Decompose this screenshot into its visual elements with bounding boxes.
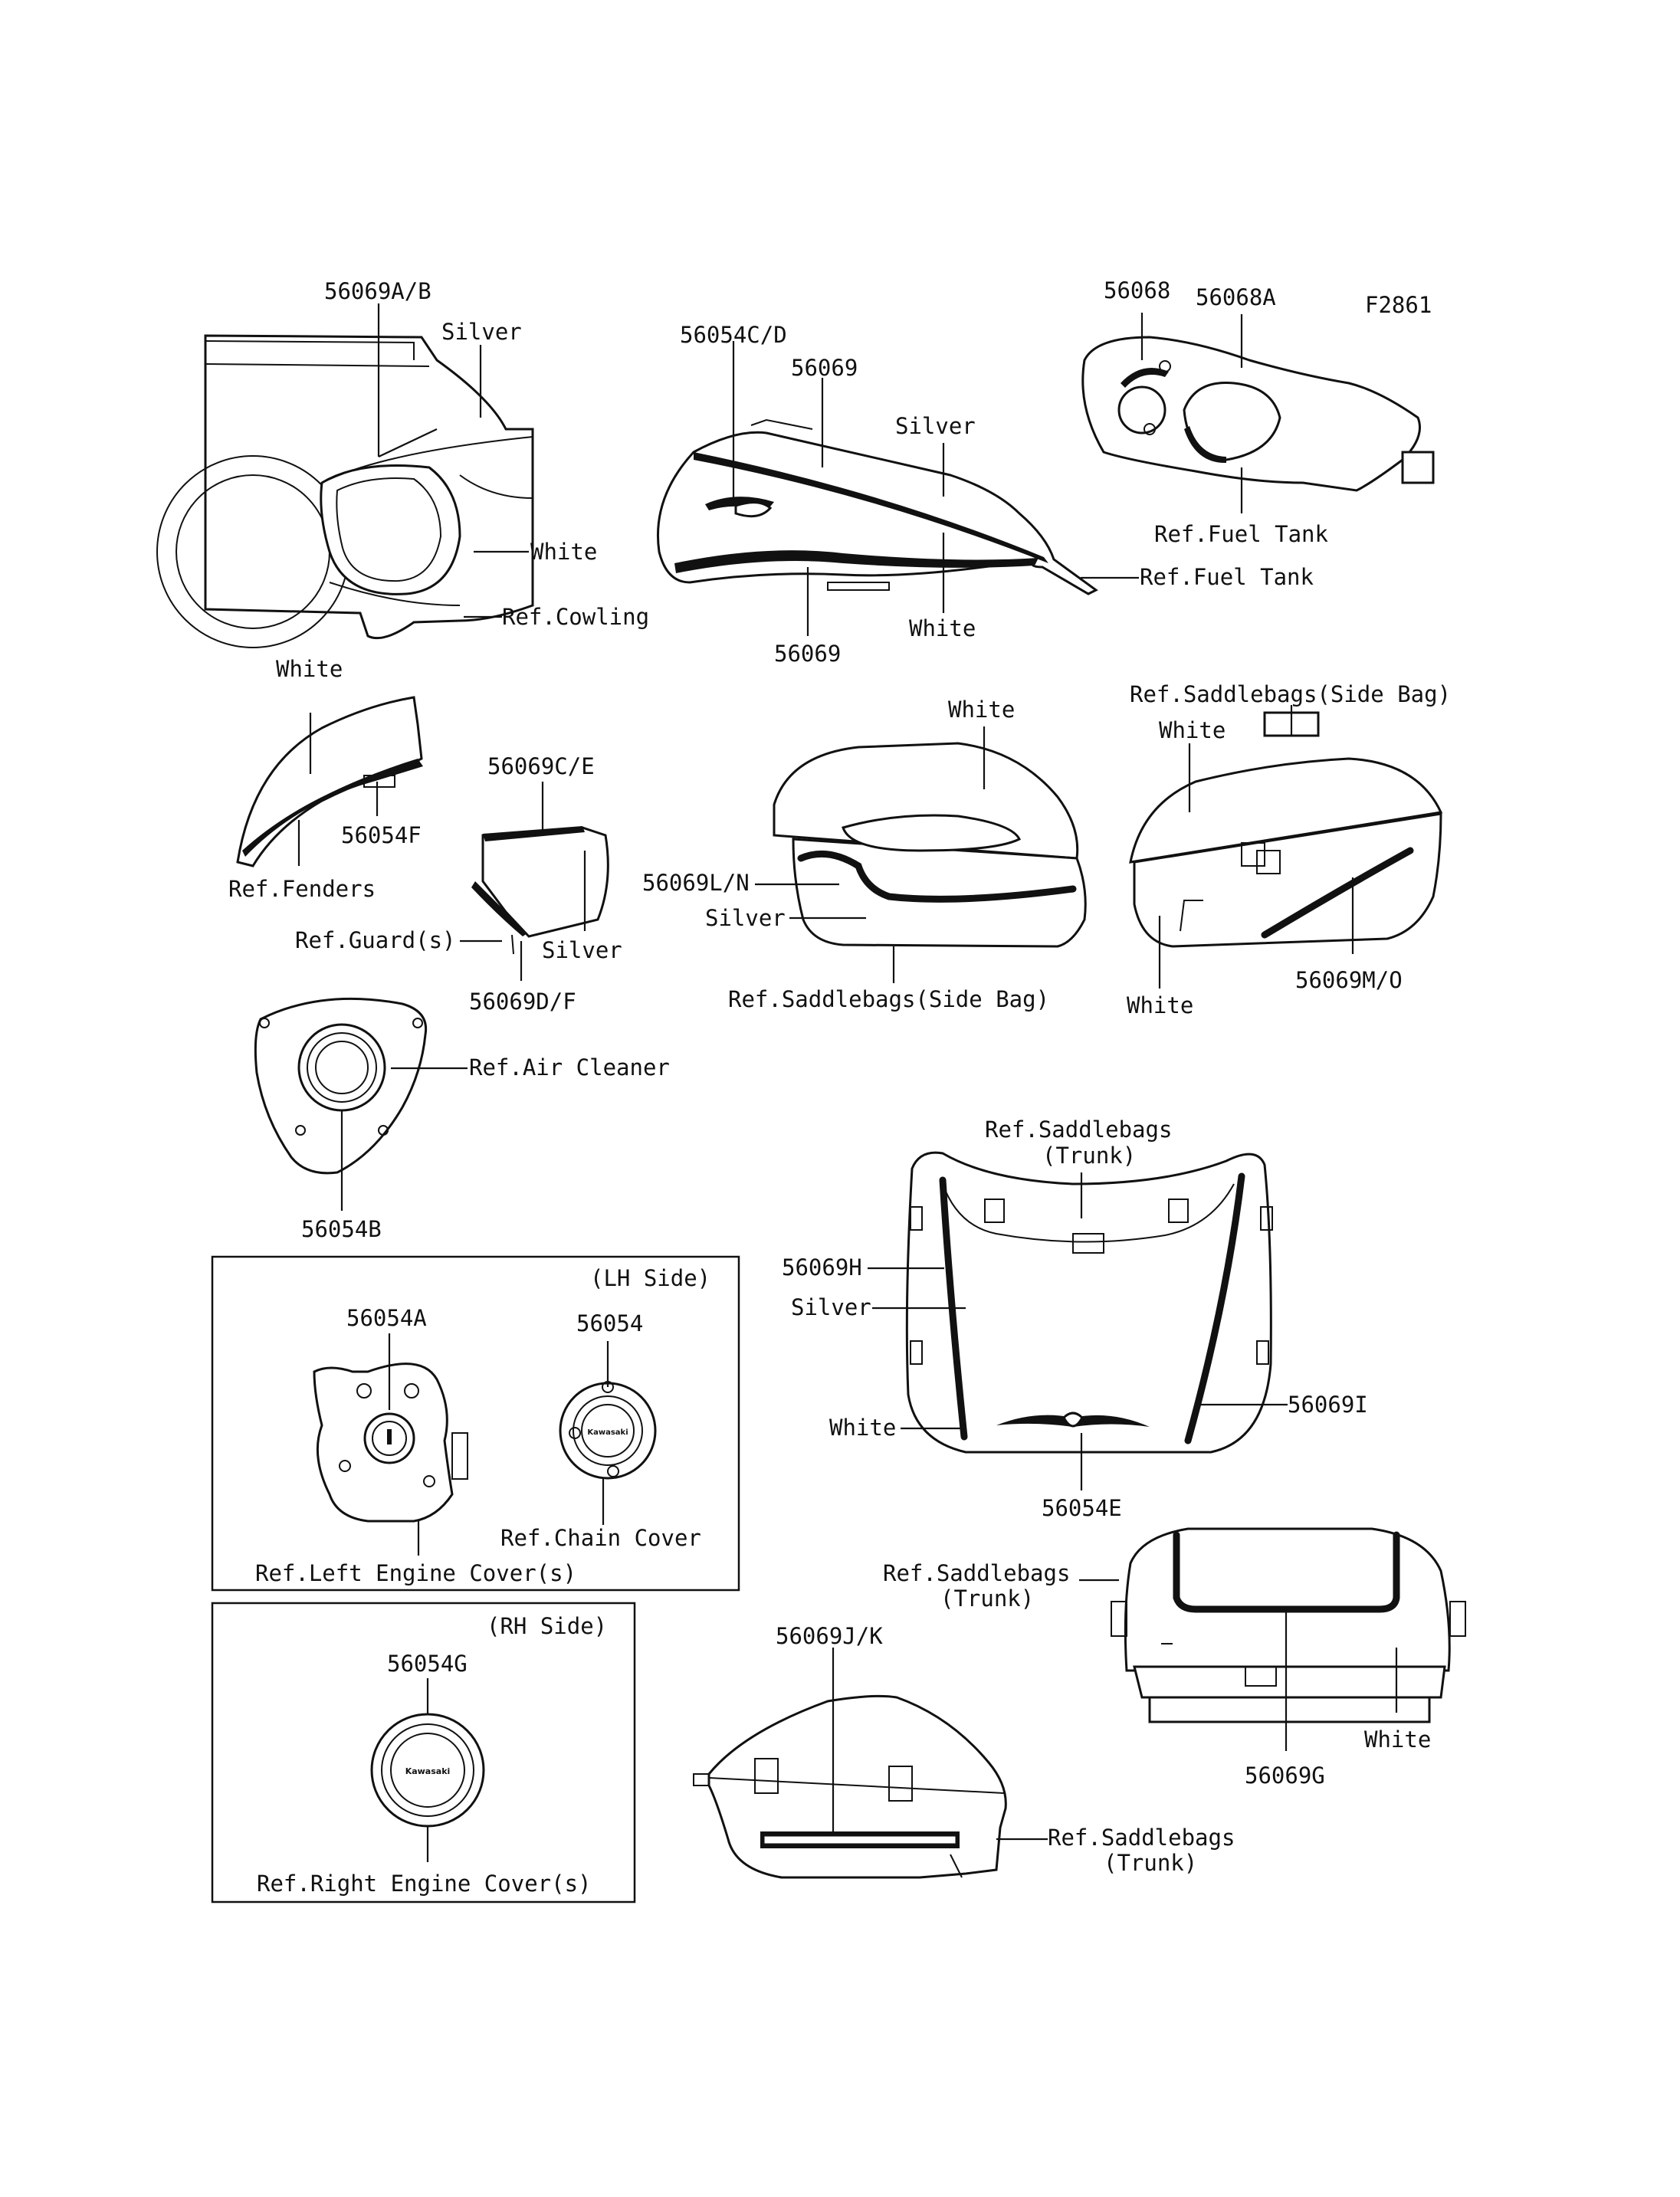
tanktop-part-b-label: 56068A: [1196, 284, 1276, 310]
left-engine-cover-drawing: [313, 1362, 468, 1523]
air-cleaner-drawing: [254, 997, 428, 1175]
sbr-part-label: 56069M/O: [1295, 967, 1403, 993]
sbl-ref-label: Ref.Saddlebags(Side Bag): [728, 986, 1049, 1012]
trunk-front-drawing: [905, 1151, 1273, 1454]
fender-drawing: [236, 696, 423, 867]
rh-part-label: 56054G: [387, 1651, 468, 1677]
trunk-front-white-label: White: [829, 1415, 896, 1441]
trunk-front-ref-l1: Ref.Saddlebags: [985, 1117, 1172, 1143]
trunk-front-part-i-label: 56069I: [1288, 1392, 1368, 1418]
lh-side-label: (LH Side): [590, 1265, 710, 1291]
cowl-part-label: 56069A/B: [324, 278, 431, 304]
figure-id: F2861: [1365, 292, 1432, 318]
guard-silver-label: Silver: [542, 937, 622, 963]
tank-ref-label: Ref.Fuel Tank: [1140, 564, 1314, 590]
trunk-front-part-h-label: 56069H: [782, 1254, 862, 1280]
trunk-side-part-label: 56069J/K: [776, 1623, 883, 1649]
lh-engine-ref-label: Ref.Left Engine Cover(s): [255, 1560, 576, 1586]
cowl-white-label: White: [530, 539, 597, 565]
lh-side-box: [211, 1255, 740, 1592]
cowling-drawing: [156, 334, 534, 648]
trunk-rear-part-label: 56069G: [1245, 1763, 1325, 1789]
air-ref-label: Ref.Air Cleaner: [469, 1054, 670, 1080]
fender-part-label: 56054F: [341, 822, 422, 848]
rh-ref-label: Ref.Right Engine Cover(s): [257, 1871, 592, 1897]
guard-part-top-label: 56069C/E: [487, 753, 595, 779]
lh-part-a-label: 56054A: [346, 1305, 427, 1331]
trunk-rear-ref-l2: (Trunk): [940, 1585, 1034, 1612]
saddlebag-left-drawing: [773, 742, 1087, 948]
sbr-white-bottom-label: White: [1127, 992, 1193, 1018]
fuel-tank-drawing: [656, 418, 1098, 595]
cowl-ref-label: Ref.Cowling: [502, 604, 649, 630]
air-part-label: 56054B: [301, 1216, 382, 1242]
fender-ref-label: Ref.Fenders: [228, 876, 376, 902]
right-engine-cover-emblem: Kawasaki: [405, 1766, 451, 1776]
tank-silver-label: Silver: [895, 413, 976, 439]
rh-side-box: [211, 1602, 636, 1904]
trunk-side-drawing: [693, 1694, 1007, 1879]
tank-part-cd-label: 56054C/D: [680, 322, 787, 348]
tank-part-top-label: 56069: [791, 355, 858, 381]
tanktop-part-a-label: 56068: [1104, 277, 1170, 303]
trunk-side-ref-l1: Ref.Saddlebags: [1048, 1825, 1235, 1851]
guard-part-bottom-label: 56069D/F: [469, 989, 576, 1015]
chain-cover-drawing: Kawasaki: [559, 1381, 657, 1480]
lh-part-label: 56054: [576, 1310, 643, 1336]
fuel-tank-top-drawing: [1081, 336, 1435, 492]
sbl-part-label: 56069L/N: [642, 870, 750, 896]
trunk-rear-drawing: [1111, 1527, 1466, 1723]
tank-white-label: White: [909, 615, 976, 641]
chain-cover-emblem: Kawasaki: [587, 1428, 628, 1437]
trunk-rear-ref-l1: Ref.Saddlebags: [883, 1560, 1070, 1586]
sbl-silver-label: Silver: [705, 905, 786, 931]
trunk-front-ref-l2: (Trunk): [1042, 1143, 1136, 1169]
sbl-white-label: White: [948, 697, 1015, 723]
trunk-front-silver-label: Silver: [791, 1294, 871, 1320]
rh-side-label: (RH Side): [487, 1613, 607, 1639]
sbr-white-top-label: White: [1159, 717, 1226, 743]
lh-chain-ref-label: Ref.Chain Cover: [500, 1525, 701, 1551]
right-engine-cover-drawing: Kawasaki: [370, 1713, 485, 1828]
fender-white-label: White: [276, 656, 343, 682]
tanktop-ref-label: Ref.Fuel Tank: [1154, 521, 1329, 547]
trunk-side-ref-l2: (Trunk): [1104, 1850, 1197, 1876]
cowl-silver-label: Silver: [441, 319, 522, 345]
trunk-front-part-e-label: 56054E: [1042, 1495, 1122, 1521]
tank-part-bottom-label: 56069: [774, 641, 841, 667]
trunk-rear-white-label: White: [1364, 1726, 1431, 1753]
sbr-ref-label: Ref.Saddlebags(Side Bag): [1130, 681, 1451, 707]
saddlebag-right-drawing: [1129, 711, 1443, 948]
guard-ref-label: Ref.Guard(s): [295, 927, 456, 953]
guard-drawing: [471, 826, 609, 955]
